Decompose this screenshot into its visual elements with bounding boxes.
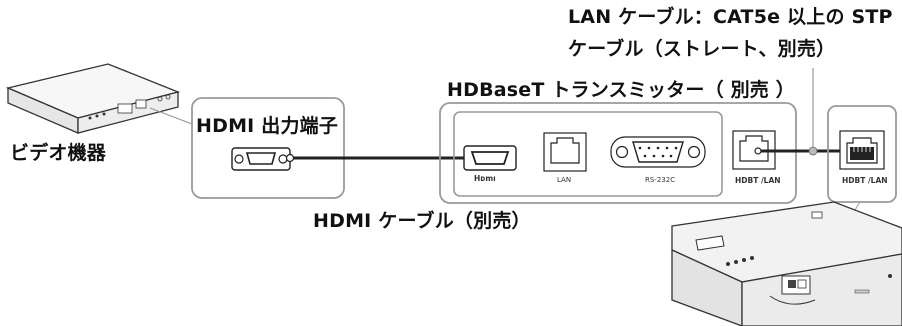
projector-icon [671, 201, 902, 326]
hdbt-lan-port-icon [732, 130, 776, 170]
device-leader-line [149, 107, 193, 125]
transmitter-input-panel [453, 111, 723, 197]
transmitter-frame [439, 102, 797, 204]
lan-port-icon [543, 132, 587, 172]
rs232c-port-icon [610, 136, 706, 168]
projector-port-frame [827, 105, 897, 203]
transmitter-label: HDBaseT トランスミッター（ 別売 ） [447, 79, 795, 101]
lan-cable-label-line2: ケーブル（ストレート、別売） [568, 38, 836, 60]
hdmi-input-port-icon [463, 145, 517, 171]
av-device-icon [5, 63, 181, 134]
hdbt-lan-projector-label: HDBT /LAN [842, 176, 888, 185]
hdmi-cable-label: HDMI ケーブル（別売） [313, 210, 531, 232]
lan-port-label: LAN [557, 176, 572, 184]
hdbt-lan-tx-label: HDBT /LAN [735, 176, 781, 185]
hdmi-output-frame [191, 97, 345, 199]
projector-hdbt-port-icon [839, 130, 885, 170]
hdmi-output-label: HDMI 出力端子 [196, 115, 339, 137]
hdmi-port-label: Hᴅmı [474, 174, 496, 183]
video-device-label: ビデオ機器 [10, 142, 107, 164]
rs232c-port-label: RS-232C [645, 176, 676, 184]
hdmi-output-port-icon [231, 147, 291, 171]
lan-cable-label-line1: LAN ケーブル：CAT5e 以上の STP [568, 6, 893, 28]
